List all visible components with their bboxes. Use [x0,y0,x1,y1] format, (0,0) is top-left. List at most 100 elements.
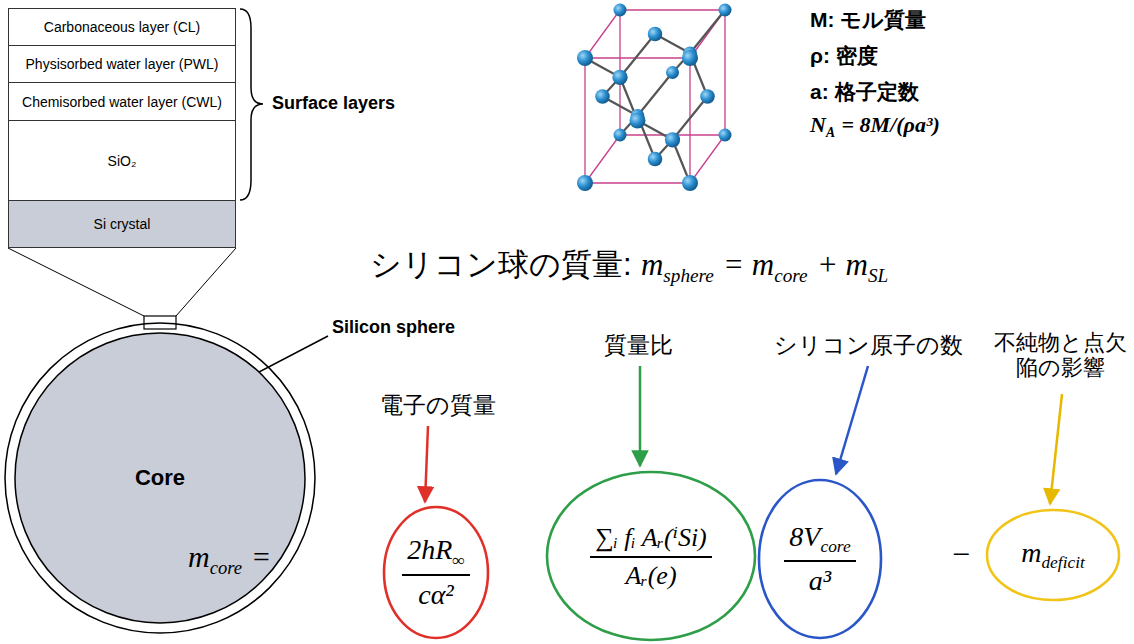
node-text: Carbonaceous layer (CL) [44,19,200,35]
label-group: NA = 8M/(ρa³) [810,112,940,141]
label-group: 不純物と点欠陥の影響 [990,330,1130,381]
label: N [810,112,826,137]
layer-box: SiO₂ [8,120,236,201]
leader-arrow [639,366,642,466]
label: Surface layers [272,93,395,113]
node-text: Core [135,465,185,490]
subscript: sphere [663,265,713,286]
subscript: ∞ [452,551,464,570]
ellipse [987,510,1119,600]
bond [638,73,673,116]
leader-arrow [1050,394,1062,504]
leader-arrow [425,426,428,502]
leader-arrow [836,366,868,474]
core-circle [15,333,305,623]
numerator: ∑ᵢ fᵢ Aᵣ(ⁱSi) [590,522,712,558]
cube-edge [585,57,690,58]
label: = 8M/(ρa³) [842,112,940,137]
text-row: Physisorbed water layer (PWL) [22,56,223,72]
label-group: Surface layers [272,93,395,114]
ellipse [547,472,755,640]
bond [620,34,655,77]
crystal-lattice [577,4,732,192]
label-group: 質量比 [604,330,673,361]
denominator: cα² [413,576,459,611]
subscript: deficit [1041,553,1084,572]
numerator: 2hR∞ [402,534,470,575]
atom [612,70,627,85]
label: シリコン原子の数 [774,332,963,358]
label-group: Silicon sphere [332,317,455,338]
atom [719,129,732,142]
label-group: M: モル質量 [810,6,926,34]
text-row: mdeficit [1017,537,1089,573]
atom [682,175,698,191]
formula-ellipse: 2hR∞ cα² [382,505,490,640]
label: シリコン球の質量: [370,247,632,282]
label: − [952,536,970,572]
subscript: A [826,125,835,140]
atom [719,4,732,17]
denominator: a³ [804,562,836,597]
text-row: Carbonaceous layer (CL) [40,19,204,35]
node-text: SiO₂ [108,153,137,169]
label: M: モル質量 [810,8,926,31]
atom [595,89,610,104]
layer-box: Physisorbed water layer (PWL) [8,45,236,83]
atom [577,175,593,191]
brace [240,9,263,200]
bond [673,97,708,140]
text-row: Chemisorbed water layer (CWL) [18,94,226,110]
label: = [251,540,271,573]
ellipse [759,480,881,638]
atom [700,89,715,104]
label-group: シリコン球の質量:msphere= mcore+ mSL [370,244,888,287]
text-row: SiO₂ [104,153,141,169]
cube-edge [690,135,725,183]
ellipse [384,507,488,638]
cube-edge [724,10,725,135]
label-group: mcore= [188,540,271,579]
node-text: m [1021,537,1041,568]
node-text: 8V [789,521,820,552]
atom [666,66,679,79]
node-text: ∑ᵢ fᵢ Aᵣ(ⁱSi) [595,523,707,552]
layer-box: Si crystal [8,200,236,248]
label: m [641,247,663,282]
zoom-line [8,248,144,316]
atom [648,27,663,42]
cube-edge [585,182,690,183]
subscript: core [210,557,242,578]
label: 不純物と点欠陥の影響 [994,330,1127,380]
label: = m [723,247,774,282]
formula-ellipse: mdeficit [985,508,1121,602]
node-text: a³ [809,565,831,596]
atom [577,50,593,66]
atom [614,4,627,17]
label-group: ρ: 密度 [810,42,878,70]
formula-ellipse: ∑ᵢ fᵢ Aᵣ(ⁱSi)Aᵣ(e) [545,470,757,642]
atom [682,50,698,66]
label: Silicon sphere [332,317,455,337]
label: 質量比 [604,332,673,358]
node-text: 2hR [407,534,452,565]
text-row: Core [131,465,189,491]
sphere-core: Core [4,322,316,634]
sphere-surface [5,323,315,633]
node-text: Physisorbed water layer (PWL) [26,56,219,72]
atom [648,152,663,167]
bond [690,10,725,53]
subscript: SL [868,265,888,286]
cube-edge [584,58,585,183]
node-text: Chemisorbed water layer (CWL) [22,94,222,110]
atom [665,132,680,147]
subscript: core [820,537,850,556]
node-text: Si crystal [94,216,151,232]
ellipse-outline [382,505,490,640]
label-group: − [952,536,970,573]
label: a: 格子定数 [810,80,919,103]
formula-ellipse: 8Vcore a³ [757,478,883,640]
node-text: cα² [418,579,454,610]
label-group: 電子の質量 [380,390,496,421]
